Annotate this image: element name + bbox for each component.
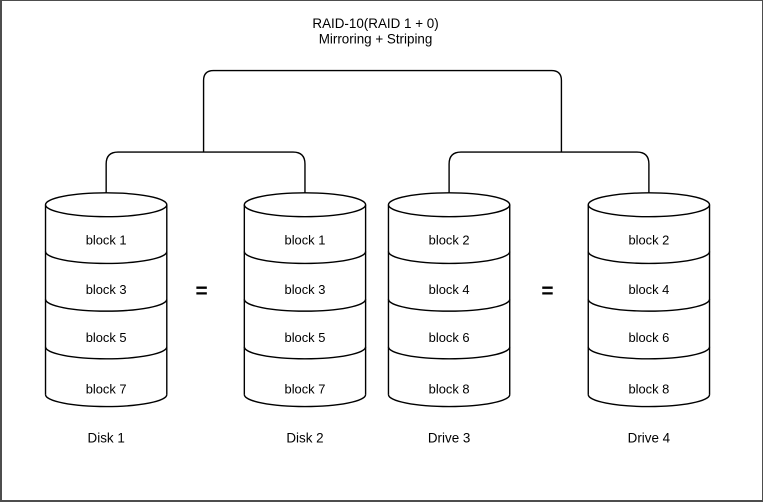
diagram-title: RAID-10(RAID 1 + 0) <box>312 16 438 31</box>
disk-1-block-3: block 5 <box>86 330 127 345</box>
drive-3-cylinder <box>387 192 511 408</box>
drive-4: block 2 block 4 block 6 block 8 Drive 4 <box>587 192 711 445</box>
connector-top-bracket <box>202 69 563 153</box>
drive-3-block-4: block 8 <box>429 382 470 397</box>
drive-4-block-1: block 2 <box>628 233 669 248</box>
equals-sign-left: = <box>195 280 207 303</box>
drive-4-cylinder <box>587 192 711 408</box>
disk-1: block 1 block 3 block 5 block 7 Disk 1 <box>44 192 168 445</box>
drive-3-block-2: block 4 <box>429 282 470 297</box>
disk-2-block-2: block 3 <box>285 282 326 297</box>
disk-2-caption: Disk 2 <box>286 430 323 445</box>
disk-2-block-3: block 5 <box>285 330 326 345</box>
drive-3-block-1: block 2 <box>429 233 470 248</box>
disk-1-block-1: block 1 <box>86 233 127 248</box>
connector-left-bracket <box>105 151 306 194</box>
disk-1-caption: Disk 1 <box>88 430 125 445</box>
drive-3-block-3: block 6 <box>429 330 470 345</box>
diagram-subtitle: Mirroring + Striping <box>319 32 433 47</box>
disk-1-cylinder <box>44 192 168 408</box>
connector-right-bracket <box>448 151 650 194</box>
disk-2-block-4: block 7 <box>285 382 326 397</box>
disk-2-block-1: block 1 <box>285 233 326 248</box>
disk-1-block-2: block 3 <box>86 282 127 297</box>
disk-2-cylinder <box>243 192 367 408</box>
drive-3: block 2 block 4 block 6 block 8 Drive 3 <box>387 192 511 445</box>
drive-4-block-2: block 4 <box>628 282 669 297</box>
drive-4-block-4: block 8 <box>628 382 669 397</box>
drive-3-caption: Drive 3 <box>428 430 470 445</box>
drive-4-block-3: block 6 <box>628 330 669 345</box>
equals-sign-right: = <box>541 280 553 303</box>
drive-4-caption: Drive 4 <box>628 430 671 445</box>
disk-1-block-4: block 7 <box>86 382 127 397</box>
disk-2: block 1 block 3 block 5 block 7 Disk 2 <box>243 192 367 445</box>
